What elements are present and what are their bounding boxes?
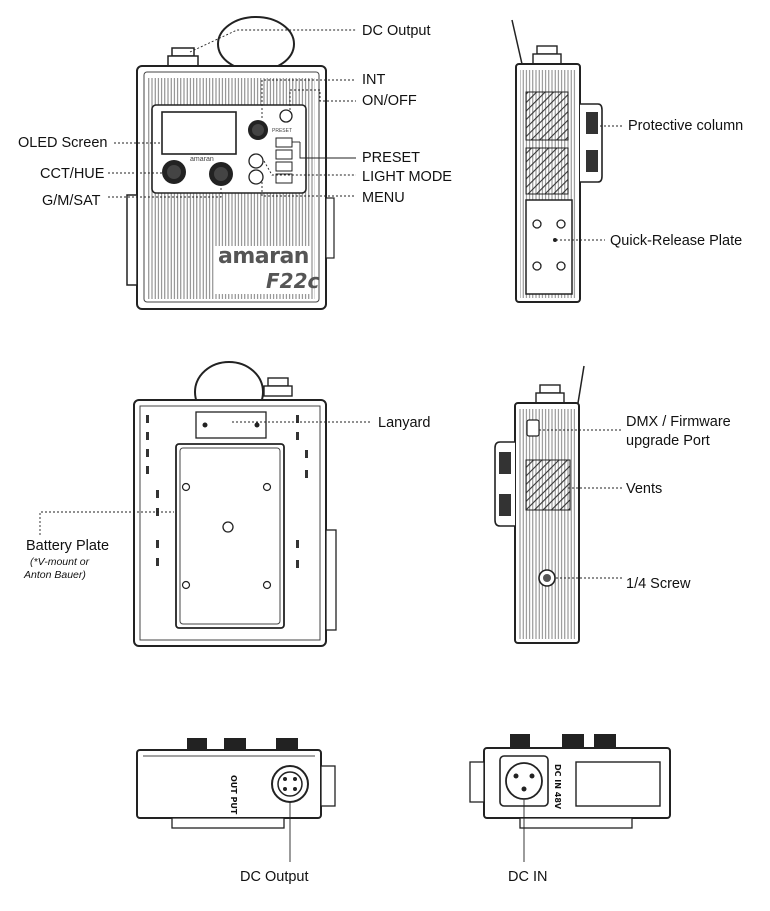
label-menu: MENU xyxy=(362,190,405,206)
label-on-off: ON/OFF xyxy=(362,93,417,109)
label-g-m-sat: G/M/SAT xyxy=(42,193,101,209)
bottom-view-output xyxy=(136,738,336,829)
label-light-mode: LIGHT MODE xyxy=(362,169,452,185)
label-dc-output-top: DC Output xyxy=(362,23,431,39)
label-dmx-port-line2: upgrade Port xyxy=(626,433,710,449)
panel-preset-text: PRESET xyxy=(272,128,293,134)
bottom-view-input xyxy=(469,734,671,829)
front-view xyxy=(126,16,335,310)
label-lanyard: Lanyard xyxy=(378,415,431,431)
panel-brand-text: amaran xyxy=(190,156,214,163)
side-left-leaders xyxy=(539,429,622,579)
label-cct-hue: CCT/HUE xyxy=(40,166,105,182)
front-model-text: F22c xyxy=(266,269,320,293)
label-battery-note-2: Anton Bauer) xyxy=(24,569,86,581)
dc-in-port-text: DC IN 48V xyxy=(553,764,562,810)
front-leaders xyxy=(108,29,356,198)
back-leaders xyxy=(39,421,372,535)
label-battery-plate: Battery Plate xyxy=(26,538,110,554)
label-oled-screen: OLED Screen xyxy=(18,135,108,151)
front-brand-text: amaran xyxy=(218,244,309,269)
label-quick-release-plate: Quick-Release Plate xyxy=(610,233,743,249)
output-port-text: OUT PUT xyxy=(229,775,238,815)
label-int: INT xyxy=(362,72,386,88)
label-screw: 1/4 Screw xyxy=(626,576,691,592)
label-vents: Vents xyxy=(626,481,663,497)
back-view xyxy=(133,361,337,647)
label-dc-in: DC IN xyxy=(508,869,548,885)
label-preset: PRESET xyxy=(362,150,421,166)
side-view-right xyxy=(511,19,603,303)
label-protective-column: Protective column xyxy=(628,118,744,134)
label-dmx-port-line1: DMX / Firmware xyxy=(626,414,731,430)
label-battery-note-1: (*V-mount or xyxy=(30,556,90,568)
side-right-leaders xyxy=(556,125,623,241)
side-view-left xyxy=(494,365,585,644)
label-dc-output-bottom: DC Output xyxy=(240,869,309,885)
